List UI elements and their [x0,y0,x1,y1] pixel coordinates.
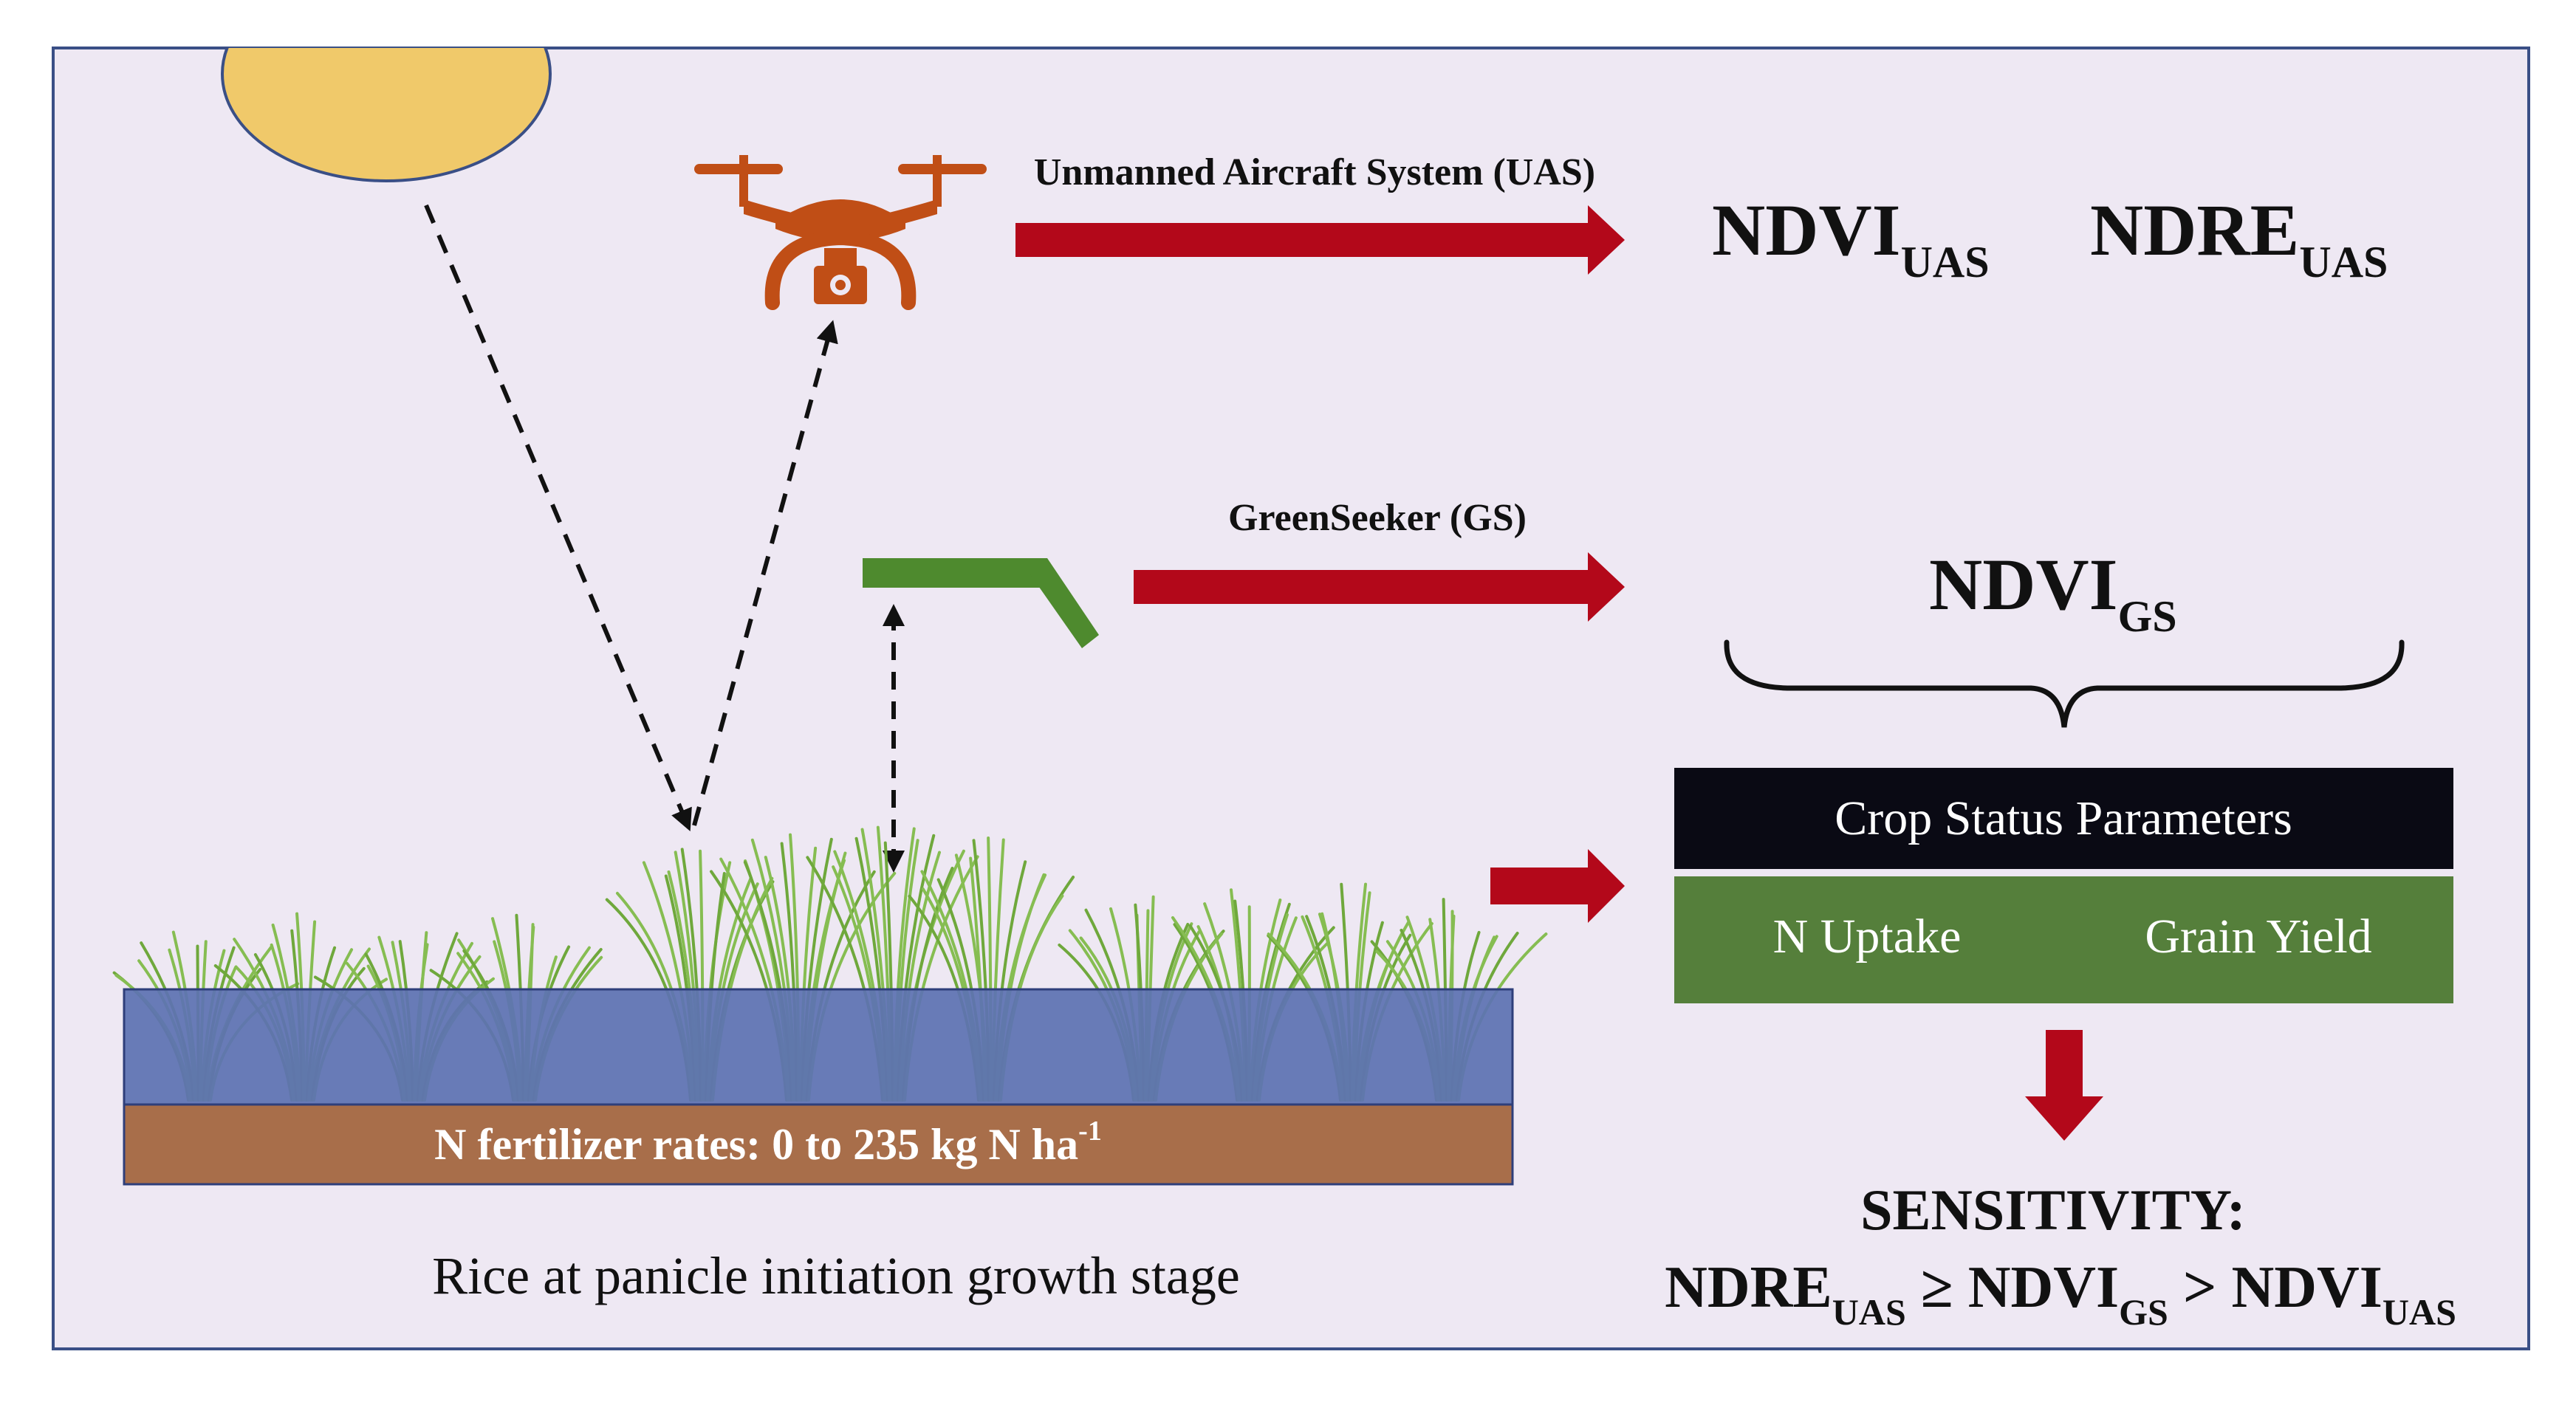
n-uptake-label: N Uptake [1773,910,1962,963]
drone-icon [694,155,987,310]
gs-label: GreenSeeker (GS) [1228,497,1527,539]
sun-icon [221,48,552,182]
crop-status-body-box [1674,876,2453,1003]
fertilizer-rate-label: N fertilizer rates: 0 to 235 kg N ha-1 [434,1116,1102,1169]
sunlight-ray [424,204,692,832]
uas-arrow [1015,205,1625,275]
gs-arrow [1134,552,1625,622]
crop-status-header-box [1674,768,2453,869]
soil-layer [123,1103,1514,1186]
sensitivity-ranking: NDREUAS ≥ NDVIGS > NDVIUAS [1665,1255,2456,1333]
ndre-uas-label: NDREUAS [2090,189,2388,286]
grain-yield-label: Grain Yield [2145,910,2371,963]
sensitivity-title: SENSITIVITY: [1860,1178,2246,1242]
field-to-status-arrow [1490,849,1625,923]
status-to-sensitivity-arrow [2025,1030,2103,1141]
water-layer [123,988,1514,1106]
greenseeker-sensor-icon [863,558,1099,648]
grouping-brace [1724,639,2405,728]
uas-label: Unmanned Aircraft System (UAS) [1034,151,1595,193]
caption: Rice at panicle initiation growth stage [432,1246,1240,1305]
reflection-to-drone-ray [692,320,838,826]
ndvi-gs-label: NDVIGS [1929,543,2177,641]
crop-status-header: Crop Status Parameters [1835,791,2292,845]
ndvi-uas-label: NDVIUAS [1712,189,1990,286]
